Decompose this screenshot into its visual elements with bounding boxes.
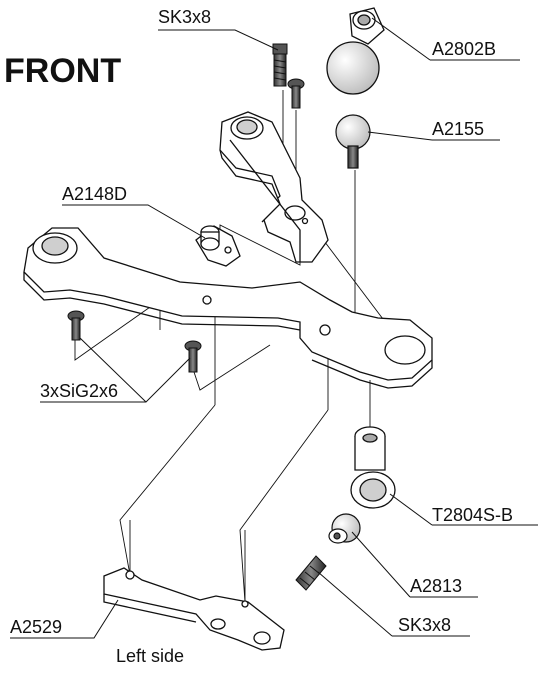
rod-end-t2804sb	[350, 426, 396, 509]
label-a2813: A2813	[410, 576, 463, 596]
main-plate-part	[23, 139, 433, 389]
callout-lines	[10, 17, 538, 639]
label-a2148d: A2148D	[62, 184, 128, 204]
spacer-part	[195, 225, 241, 267]
bracket-a2529	[103, 567, 285, 651]
screw-small-top	[287, 78, 305, 109]
label-a2529: A2529	[10, 617, 63, 637]
ball-stud-a2155	[335, 114, 371, 169]
screw-sk3x8-top	[272, 43, 288, 87]
screw-sig-2	[184, 340, 202, 373]
front-heading: FRONT	[4, 52, 122, 90]
label-a2155: A2155	[432, 119, 485, 139]
label-sk3x8-top: SK3x8	[158, 7, 212, 27]
ball-a2813	[328, 513, 361, 544]
screw-sig-1	[67, 310, 85, 341]
upper-link-part	[219, 111, 329, 263]
label-a2802b: A2802B	[432, 39, 497, 59]
screw-sk3x8-bottom	[295, 555, 327, 591]
caption-left-side: Left side	[116, 646, 185, 666]
label-t2804s-b: T2804S-B	[432, 505, 514, 525]
label-3xsig2x6: 3xSiG2x6	[40, 381, 119, 401]
label-sk3x8-bottom: SK3x8	[398, 615, 452, 635]
ball-end-a2802b	[326, 7, 385, 95]
